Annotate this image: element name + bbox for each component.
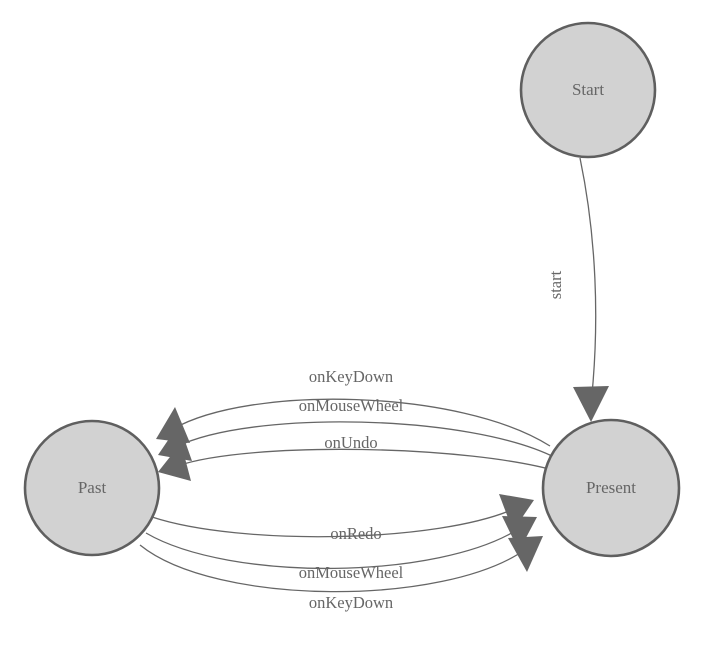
edge-onmousewheel-to-past-path — [175, 421, 557, 459]
node-start-circle — [519, 21, 657, 159]
edge-onkeydown-to-present[interactable] — [139, 536, 543, 593]
node-past-label: Past — [78, 478, 107, 497]
edge-label-onredo: onRedo — [330, 524, 381, 543]
edge-onmousewheel-to-present-path — [145, 527, 521, 570]
edge-onundo-to-past-path — [176, 448, 561, 473]
edge-start-arrowhead — [573, 386, 609, 422]
edge-onmousewheel-to-present[interactable] — [145, 516, 537, 570]
edge-label-onundo: onUndo — [324, 433, 377, 452]
edge-start-path — [579, 157, 597, 405]
edge-label-onkeydown-to-past: onKeyDown — [309, 367, 393, 386]
edge-label-onkeydown-to-present: onKeyDown — [309, 593, 393, 612]
node-present[interactable]: Present — [541, 418, 681, 558]
edge-label-onmousewheel-to-past: onMouseWheel — [299, 396, 404, 415]
node-start[interactable]: Start — [519, 21, 657, 159]
node-present-label: Present — [586, 478, 636, 497]
edges-layer — [139, 157, 609, 593]
edge-label-start: start — [546, 270, 565, 299]
edge-onmousewheel-to-past[interactable] — [158, 421, 557, 461]
edge-onkeydown-to-present-path — [139, 544, 527, 593]
node-start-label: Start — [572, 80, 604, 99]
edge-onundo-to-past[interactable] — [158, 443, 561, 481]
node-past[interactable]: Past — [23, 419, 161, 557]
edge-onundo-to-past-arrowhead — [158, 443, 191, 481]
edge-onredo-to-present[interactable] — [151, 494, 534, 538]
edge-onmousewheel-to-past-arrowhead — [158, 424, 192, 461]
edge-onkeydown-to-present-arrowhead — [508, 536, 543, 572]
edge-labels-layer: start onKeyDown onMouseWheel onUndo onRe… — [299, 270, 565, 611]
edge-onredo-to-present-arrowhead — [499, 494, 534, 531]
edge-start[interactable] — [573, 157, 609, 422]
edge-onkeydown-to-past-path — [172, 398, 551, 447]
edge-onredo-to-present-path — [151, 507, 517, 538]
node-present-circle — [541, 418, 681, 558]
nodes-layer: Start Past Present — [23, 21, 681, 558]
edge-label-onmousewheel-to-present: onMouseWheel — [299, 563, 404, 582]
edge-onmousewheel-to-present-arrowhead — [502, 516, 537, 551]
node-past-circle — [23, 419, 161, 557]
